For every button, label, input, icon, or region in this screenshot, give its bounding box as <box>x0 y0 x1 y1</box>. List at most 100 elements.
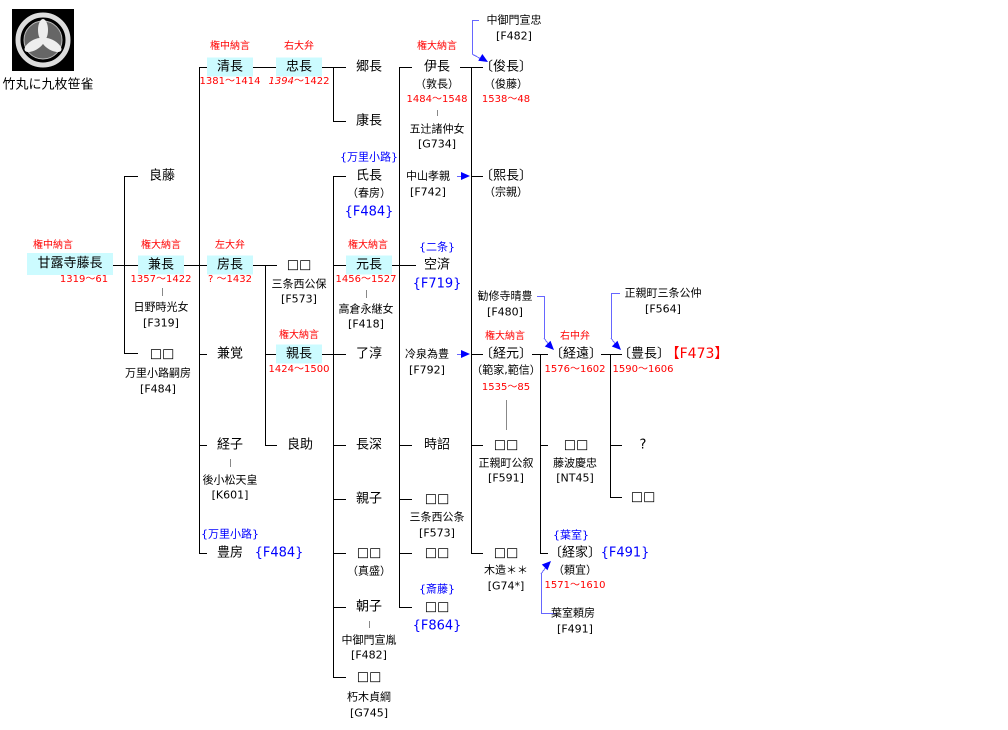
reference-label: [NT45] <box>556 471 594 485</box>
adoption-line <box>540 566 547 575</box>
alt-name: （頼宜） <box>553 563 597 577</box>
family-label: {万里小路} <box>201 527 259 541</box>
adoption-arrow-icon <box>461 350 470 358</box>
person-name: 元長 <box>346 255 392 275</box>
person-name: 清長 <box>207 57 253 77</box>
adoption-arrow-icon <box>541 561 551 571</box>
family-label: {斎藤} <box>419 582 455 596</box>
reference-label: {F491} <box>600 545 650 561</box>
person-name: 良助 <box>286 437 314 453</box>
spouse-label: 日野時光女 <box>133 300 189 314</box>
person-name: 親長 <box>276 344 322 364</box>
years-label: 1456〜1527 <box>335 274 397 285</box>
adopter-label: 冷泉為豊 <box>405 347 449 361</box>
person-name: 〔熙長〕 <box>479 168 533 184</box>
reference-label: [F591] <box>488 471 524 485</box>
spouse-label: 朽木貞綱 <box>347 690 391 704</box>
rank-label: 権中納言 <box>33 240 73 251</box>
adoption-arrow-icon <box>544 340 554 350</box>
family-label: {万里小路} <box>340 150 398 164</box>
person-name: 〔豊長〕 <box>617 346 671 362</box>
person-name: □□ <box>630 489 656 505</box>
person-name: 朝子 <box>355 599 383 615</box>
person-name: 〔経家〕 <box>548 545 602 561</box>
person-name: □□ <box>356 545 382 561</box>
years-label: 1484〜1548 <box>406 94 468 105</box>
reference-label: [F480] <box>487 305 523 319</box>
years-label: 1590〜1606 <box>612 364 674 375</box>
reference-label: [F482] <box>496 29 532 43</box>
alt-name: （敦長） <box>415 77 459 91</box>
person-name: □□ <box>424 491 450 507</box>
years-start: 1394 <box>268 76 294 87</box>
person-name: 郷長 <box>355 59 383 75</box>
reference-label: [G74*] <box>487 579 525 593</box>
person-name: 甘露寺藤長 <box>27 253 113 275</box>
rank-label: 権大納言 <box>417 41 457 52</box>
spouse-label: 後小松天皇 <box>202 473 258 487</box>
reference-label: [F792] <box>409 363 445 377</box>
reference-label: {F484} <box>344 204 394 220</box>
person-name: 長深 <box>355 437 383 453</box>
years-label: 1319〜61 <box>59 274 109 285</box>
reference-label: [F319] <box>143 316 179 330</box>
person-name: 氏長 <box>355 168 383 184</box>
reference-label: [F482] <box>351 648 387 662</box>
person-name: 経子 <box>216 437 244 453</box>
reference-label: [G745] <box>349 706 389 720</box>
adoption-arrow-icon <box>478 53 488 62</box>
years-label: ? 〜1432 <box>208 274 252 285</box>
adopter-label: 正親町三条公仲 <box>624 286 702 300</box>
family-label: {二条} <box>419 240 455 254</box>
person-name: □□ <box>563 437 589 453</box>
years-end: 〜1422 <box>294 76 330 87</box>
years-label: 1571〜1610 <box>544 580 606 591</box>
reference-label: [F742] <box>410 185 446 199</box>
person-name: 時詔 <box>423 437 451 453</box>
person-name: □□ <box>356 669 382 685</box>
spouse-label: 高倉永継女 <box>338 302 394 316</box>
spouse-label: 中御門宣胤 <box>341 633 397 647</box>
alt-name: （俊藤） <box>484 77 528 91</box>
adoption-arrow-icon <box>461 172 470 180</box>
reference-label: [K601] <box>211 488 249 502</box>
person-name: □□ <box>424 545 450 561</box>
alt-name: （春房） <box>347 186 391 200</box>
person-name: 親子 <box>355 491 383 507</box>
reference-label: {F864} <box>412 618 462 634</box>
person-name: 忠長 <box>276 57 322 77</box>
years-label: 1576〜1602 <box>544 364 606 375</box>
person-name: ? <box>639 437 647 453</box>
person-name: 兼覚 <box>216 346 244 362</box>
person-name: □□ <box>424 599 450 615</box>
adopter-label: 中山孝親 <box>406 169 450 183</box>
person-name: □□ <box>493 545 519 561</box>
alt-name: （宗親） <box>484 185 528 199</box>
years-label: 1381〜1414 <box>199 76 261 87</box>
rank-label: 左大弁 <box>215 240 245 251</box>
reference-label: {F719} <box>412 276 462 292</box>
family-label: {葉室} <box>553 528 589 542</box>
spouse-label: 五辻諸仲女 <box>409 122 465 136</box>
adopter-label: 葉室頼房 <box>551 606 595 620</box>
years-label: 1535〜85 <box>481 382 531 393</box>
reference-label: [F573] <box>281 292 317 306</box>
adopter-label: 中御門宣忠 <box>486 13 542 27</box>
person-name: 豊房 <box>216 545 244 561</box>
person-name: □□ <box>149 346 175 362</box>
reference-label: [F491] <box>557 622 593 636</box>
person-name: 良藤 <box>148 168 176 184</box>
person-name: 兼長 <box>138 255 184 275</box>
person-name: □□ <box>493 437 519 453</box>
spouse-label: 木造＊＊ <box>484 563 528 577</box>
rank-label: 権大納言 <box>348 240 388 251</box>
person-name: 〔経遠〕 <box>549 346 603 362</box>
spouse-label: 三条西公保 <box>271 277 327 291</box>
rank-label: 権大納言 <box>141 240 181 251</box>
spouse-label: 藤波慶忠 <box>553 456 597 470</box>
reference-label: [F564] <box>645 302 681 316</box>
spouse-label: 三条西公条 <box>409 510 465 524</box>
adopter-label: 勧修寺晴豊 <box>477 289 533 303</box>
person-name: 空済 <box>423 257 451 273</box>
alt-name: （真盛） <box>347 564 391 578</box>
